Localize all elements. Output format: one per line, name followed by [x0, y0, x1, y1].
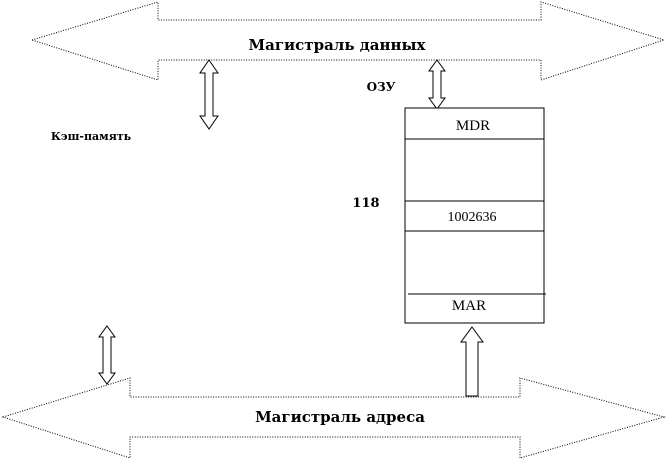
data-bus-label: Магистраль данных — [249, 36, 427, 54]
address-bus-label: Магистраль адреса — [255, 408, 425, 426]
address-bus-arrow — [1, 377, 666, 459]
address-bus: Магистраль адреса — [1, 377, 666, 459]
mdr-label: MDR — [456, 118, 490, 134]
cache-label: Кэш-память — [51, 130, 132, 143]
data-bus: Магистраль данных — [30, 1, 666, 81]
ram-rectangle — [404, 107, 545, 324]
ram-label: ОЗУ — [367, 80, 396, 94]
data-bus-arrow — [30, 1, 666, 81]
cache-data-connector-arrow — [199, 59, 219, 130]
memory-cell-value: 1002636 — [448, 210, 497, 225]
ram-data-connector-arrow — [428, 59, 446, 110]
mar-address-arrow — [460, 326, 484, 397]
cache-address-connector-arrow — [98, 325, 116, 385]
mar-label: MAR — [452, 298, 486, 314]
ram-block: MDR 1002636 MAR — [404, 107, 546, 324]
address-value-label: 118 — [352, 196, 379, 211]
